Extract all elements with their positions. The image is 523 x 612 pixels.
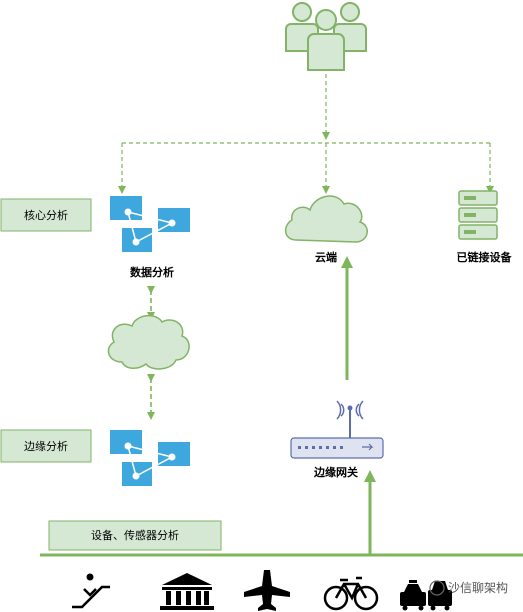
cloud-label: 云端 (315, 250, 337, 264)
watermark: 沙信聊架构 (429, 580, 508, 596)
watermark-text: 沙信聊架构 (448, 580, 508, 595)
edge-data-analysis-icon (110, 430, 190, 486)
device-analysis-label: 设备、传感器分析 (91, 528, 179, 542)
data-analysis-label: 数据分析 (130, 265, 174, 279)
bank-icon (160, 573, 214, 610)
cloud-icon (284, 195, 368, 243)
airplane-icon (244, 570, 290, 611)
core-analysis-box: 核心分析 (0, 198, 92, 232)
bicycle-icon (323, 576, 379, 611)
server-icon (458, 190, 498, 240)
escalator-icon (72, 573, 110, 609)
device-analysis-box: 设备、传感器分析 (48, 520, 222, 551)
core-analysis-label: 核心分析 (24, 208, 68, 222)
connected-devices-label: 已链接设备 (457, 250, 513, 264)
data-analysis-icon (110, 196, 190, 252)
edge-analysis-label: 边缘分析 (24, 439, 68, 453)
edge-analysis-box: 边缘分析 (0, 429, 92, 463)
edge-gateway-label: 边缘网关 (313, 465, 358, 479)
users-icon (285, 2, 367, 71)
distribution-lines (118, 74, 494, 194)
router-icon (290, 400, 384, 459)
vehicles-icon (400, 580, 452, 611)
edge-cloud-icon (107, 314, 190, 370)
